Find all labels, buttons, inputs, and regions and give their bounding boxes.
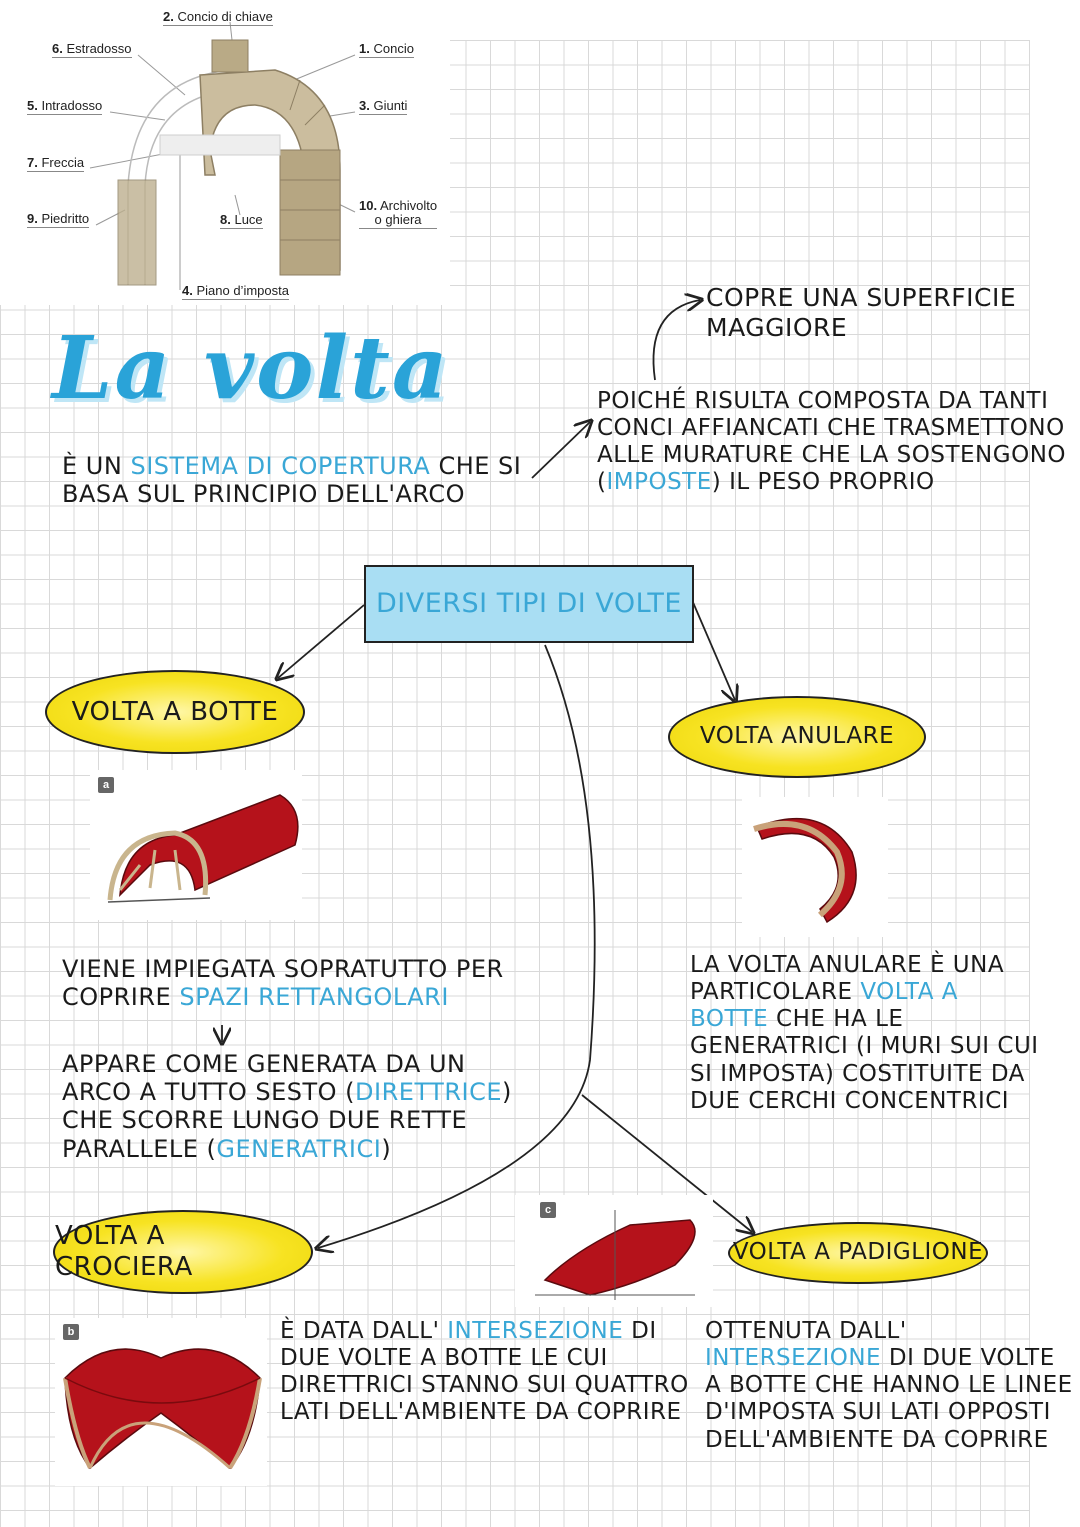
botte-description: VIENE IMPIEGATA SOPRATUTTO PER COPRIRE S… bbox=[62, 955, 512, 1163]
note-cover-surface: COPRE UNA SUPERFICIE MAGGIORE bbox=[706, 283, 1017, 342]
arch-diagram: 2. Concio di chiave 6. Estradosso 1. Con… bbox=[0, 0, 450, 305]
figure-volta-padiglione: c bbox=[515, 1195, 713, 1307]
barrel-vault-drawing bbox=[107, 794, 299, 903]
types-box: DIVERSI TIPI DI VOLTE bbox=[364, 565, 694, 643]
cross-vault-drawing bbox=[63, 1348, 262, 1470]
figure-tag-b: b bbox=[63, 1324, 79, 1340]
arch-illustration bbox=[89, 21, 356, 290]
ellipse-volta-crociera: VOLTA A CROCIERA bbox=[53, 1210, 313, 1294]
label-piedritto: 9. Piedritto bbox=[27, 211, 90, 228]
figure-volta-crociera: b bbox=[55, 1318, 267, 1486]
annular-vault-drawing bbox=[753, 817, 857, 924]
crociera-description: È DATA DALL' INTERSEZIONE DI DUE VOLTE A… bbox=[280, 1318, 689, 1426]
figure-tag-a: a bbox=[98, 777, 114, 793]
ellipse-volta-anulare: VOLTA ANULARE bbox=[668, 696, 926, 778]
figure-volta-anulare bbox=[742, 797, 888, 937]
label-intradosso: 5. Intradosso bbox=[27, 98, 103, 115]
note-because: POICHÉ RISULTA COMPOSTA DA TANTI CONCI A… bbox=[597, 388, 1066, 496]
label-giunti: 3. Giunti bbox=[359, 98, 408, 115]
label-luce: 8. Luce bbox=[220, 212, 263, 229]
anulare-description: LA VOLTA ANULARE È UNA PARTICOLARE VOLTA… bbox=[690, 952, 1039, 1114]
label-concio-di-chiave: 2. Concio di chiave bbox=[163, 9, 273, 26]
label-concio: 1. Concio bbox=[359, 41, 414, 58]
pavilion-vault-drawing bbox=[535, 1210, 696, 1300]
figure-volta-botte: a bbox=[90, 770, 302, 920]
ellipse-volta-botte: VOLTA A BOTTE bbox=[45, 670, 305, 754]
label-piano-imposta: 4. Piano d’imposta bbox=[182, 283, 289, 300]
definition-text: È UN SISTEMA DI COPERTURA CHE SI BASA SU… bbox=[62, 452, 522, 509]
page-title: La volta bbox=[52, 318, 450, 419]
ellipse-volta-padiglione: VOLTA A PADIGLIONE bbox=[728, 1222, 988, 1284]
label-estradosso: 6. Estradosso bbox=[52, 41, 132, 58]
label-freccia: 7. Freccia bbox=[27, 155, 85, 172]
figure-tag-c: c bbox=[540, 1202, 556, 1218]
padiglione-description: OTTENUTA DALL' INTERSEZIONE DI DUE VOLTE… bbox=[705, 1318, 1073, 1453]
